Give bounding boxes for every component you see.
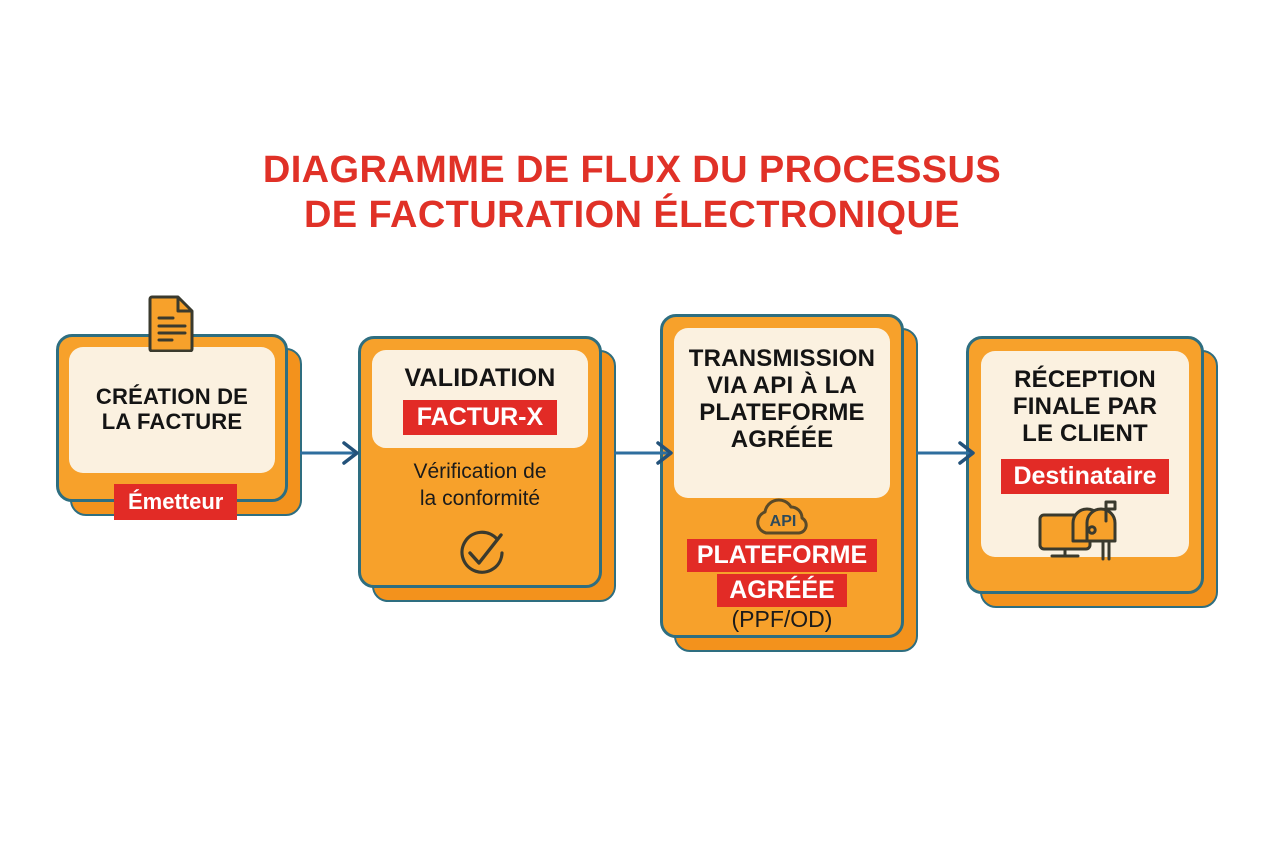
card-inner-panel: RÉCEPTION FINALE PAR LE CLIENT Destinata… bbox=[981, 351, 1189, 561]
card-heading: RÉCEPTION FINALE PAR LE CLIENT bbox=[1012, 366, 1158, 447]
arrow-transmission-to-reception bbox=[916, 440, 978, 466]
step-card-reception[interactable]: RÉCEPTION FINALE PAR LE CLIENT Destinata… bbox=[966, 336, 1218, 608]
arrow-creation-to-validation bbox=[300, 440, 362, 466]
status-badge-plateforme-line1: PLATEFORME bbox=[686, 539, 878, 572]
check-circle-icon bbox=[454, 526, 508, 580]
card-body: TRANSMISSION VIA API À LA PLATEFORME AGR… bbox=[660, 314, 904, 638]
step-card-validation[interactable]: VALIDATION FACTUR-X Vérification de la c… bbox=[358, 336, 616, 602]
title-line-1: DIAGRAMME DE FLUX DU PROCESSUS bbox=[262, 149, 1002, 191]
api-cloud-icon: API bbox=[751, 495, 815, 539]
status-badge-facturx: FACTUR-X bbox=[402, 400, 558, 435]
document-icon bbox=[148, 294, 196, 353]
step-card-creation[interactable]: CRÉATION DE LA FACTURE Émetteur bbox=[56, 295, 302, 520]
step-card-transmission[interactable]: TRANSMISSION VIA API À LA PLATEFORME AGR… bbox=[660, 314, 918, 652]
api-cloud-label: API bbox=[770, 513, 797, 530]
card-subtext: (PPF/OD) bbox=[731, 606, 833, 632]
arrow-validation-to-transmission bbox=[614, 440, 676, 466]
card-body: RÉCEPTION FINALE PAR LE CLIENT Destinata… bbox=[966, 336, 1204, 594]
card-inner-panel: TRANSMISSION VIA API À LA PLATEFORME AGR… bbox=[674, 328, 890, 498]
card-heading: CRÉATION DE LA FACTURE bbox=[95, 384, 249, 434]
badge-stack-plateforme: PLATEFORME AGRÉÉE bbox=[663, 539, 901, 607]
card-inner-panel: VALIDATION FACTUR-X bbox=[372, 350, 588, 448]
status-badge-destinataire: Destinataire bbox=[1001, 459, 1169, 494]
badge-row: FACTUR-X bbox=[372, 400, 588, 435]
status-badge-emetteur: Émetteur bbox=[114, 484, 238, 520]
card-subtext: Vérification de la conformité bbox=[413, 460, 547, 510]
page-title: DIAGRAMME DE FLUX DU PROCESSUS DE FACTUR… bbox=[0, 148, 1264, 238]
card-body: CRÉATION DE LA FACTURE bbox=[56, 334, 288, 502]
title-line-2: DE FACTURATION ÉLECTRONIQUE bbox=[303, 194, 961, 236]
card-heading: TRANSMISSION VIA API À LA PLATEFORME AGR… bbox=[688, 345, 876, 453]
card-inner-panel: CRÉATION DE LA FACTURE bbox=[69, 347, 275, 473]
monitor-mailbox-icon bbox=[1037, 499, 1139, 561]
card-body: VALIDATION FACTUR-X Vérification de la c… bbox=[358, 336, 602, 588]
card-heading: VALIDATION bbox=[404, 364, 556, 392]
status-badge-plateforme-line2: AGRÉÉE bbox=[717, 574, 847, 607]
badge-row: Destinataire bbox=[981, 459, 1189, 494]
